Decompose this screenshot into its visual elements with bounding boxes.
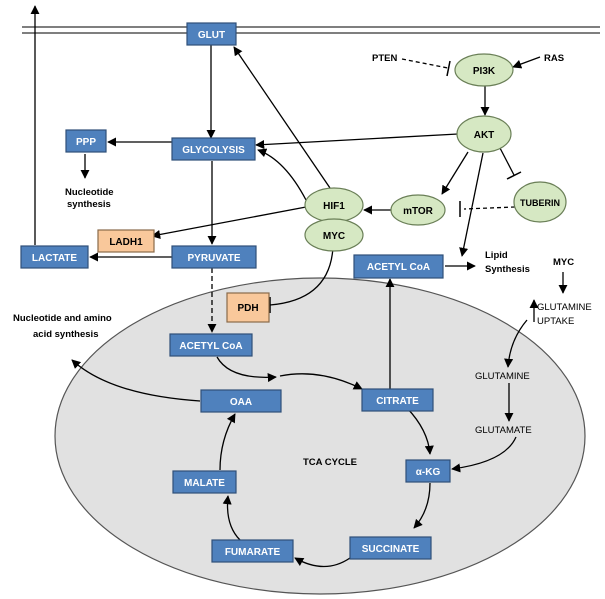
node-akg: α-KG: [405, 459, 451, 483]
arrow-glutamate-akg: [451, 436, 517, 473]
node-akt-label: AKT: [474, 130, 495, 141]
label-glutamine: GLUTAMINE: [475, 371, 530, 382]
arrow-ras-pi3k: [512, 56, 541, 69]
inhibit-pten-pi3k: [401, 58, 449, 69]
node-acetyl-coa-left: ACETYL CoA: [169, 333, 253, 357]
arrow-akt-mtor: [441, 151, 469, 195]
label-nucleotide-amino-1: Nucleotide and amino: [13, 313, 112, 324]
inhibit-bar-tuberin: [506, 171, 522, 180]
label-nucleotide-amino-2: acid synthesis: [33, 329, 98, 340]
tca-arc-succinate-fumarate: [294, 557, 351, 568]
node-citrate-label: CITRATE: [376, 396, 419, 407]
node-glut: GLUT: [186, 22, 237, 46]
node-pi3k-label: PI3K: [473, 66, 496, 77]
node-oaa: OAA: [200, 389, 282, 413]
node-akg-label: α-KG: [416, 467, 441, 478]
arrow-oaa-amino-synthesis: [71, 359, 201, 402]
label-glutamine-uptake-2: UPTAKE: [537, 316, 574, 327]
node-ppp-label: PPP: [76, 137, 96, 148]
node-pdh-label: PDH: [237, 303, 258, 314]
node-glycolysis: GLYCOLYSIS: [171, 137, 256, 161]
mitochondrion: [54, 277, 586, 595]
node-hif1: HIF1: [304, 187, 364, 223]
node-lactate-label: LACTATE: [32, 253, 78, 264]
node-pyruvate: PYRUVATE: [171, 245, 257, 269]
node-tuberin-label: TUBERIN: [520, 198, 560, 208]
node-pyruvate-label: PYRUVATE: [188, 253, 241, 264]
node-ppp: PPP: [65, 129, 107, 153]
inhibit-akt-tuberin: [499, 147, 515, 176]
arrow-hif1-glut: [233, 46, 331, 189]
node-glycolysis-label: GLYCOLYSIS: [182, 145, 245, 156]
tca-arc-top: [279, 373, 363, 390]
node-malate: MALATE: [172, 470, 237, 494]
node-ladh1-label: LADH1: [109, 237, 143, 248]
label-glutamate: GLUTAMATE: [475, 425, 532, 436]
node-mtor-label: mTOR: [403, 206, 434, 217]
tca-arc-citrate-akg: [406, 407, 434, 455]
arrow-hif1-ladh1: [151, 206, 307, 239]
arrow-hif1-glycolysis: [257, 148, 307, 201]
node-ladh1: LADH1: [97, 229, 155, 253]
node-lactate: LACTATE: [20, 245, 89, 269]
label-lipid-synthesis-2: Synthesis: [485, 264, 530, 275]
label-lipid-synthesis-1: Lipid: [485, 250, 508, 261]
node-succinate-label: SUCCINATE: [362, 544, 420, 555]
label-nucleotide-synthesis-2: synthesis: [67, 199, 111, 210]
inhibit-bar-pi3k: [446, 60, 451, 77]
node-acetyl-coa-right-label: ACETYL CoA: [367, 262, 430, 273]
tca-arc-akg-succinate: [413, 482, 431, 529]
node-hif1-label: HIF1: [323, 201, 345, 212]
label-nucleotide-synthesis-1: Nucleotide: [65, 187, 114, 198]
arrow-uptake-glutamine: [504, 319, 528, 368]
node-acetyl-coa-right: ACETYL CoA: [353, 254, 444, 279]
node-acetyl-coa-left-label: ACETYL CoA: [179, 341, 242, 352]
arrow-akt-acetylcoa: [459, 152, 484, 257]
inhibit-myc-pdh: [269, 246, 334, 306]
inhibit-tuberin-mtor: [463, 206, 516, 210]
node-malate-label: MALATE: [184, 478, 225, 489]
arrow-acetylcoa-cycle: [216, 356, 277, 383]
label-myc: MYC: [553, 257, 574, 268]
label-ras: RAS: [544, 53, 564, 64]
node-akt: AKT: [456, 115, 512, 153]
node-glut-label: GLUT: [198, 30, 225, 41]
node-pi3k: PI3K: [454, 53, 514, 87]
node-myc: MYC: [304, 218, 364, 252]
node-tuberin: TUBERIN: [513, 181, 567, 223]
label-pten: PTEN: [372, 53, 397, 64]
arrow-akt-glycolysis: [255, 133, 459, 150]
node-mtor: mTOR: [390, 194, 446, 226]
node-pdh: PDH: [226, 292, 270, 323]
node-myc-label: MYC: [323, 231, 345, 242]
node-fumarate: FUMARATE: [211, 539, 294, 563]
node-citrate: CITRATE: [361, 388, 434, 412]
label-tca-cycle: TCA CYCLE: [303, 457, 357, 468]
node-fumarate-label: FUMARATE: [225, 547, 281, 558]
tca-arc-fumarate-malate: [222, 495, 241, 541]
node-succinate: SUCCINATE: [349, 536, 432, 560]
node-oaa-label: OAA: [230, 397, 252, 408]
tca-arc-malate-oaa: [219, 413, 236, 471]
label-glutamine-uptake-1: GLUTAMINE: [537, 302, 592, 313]
